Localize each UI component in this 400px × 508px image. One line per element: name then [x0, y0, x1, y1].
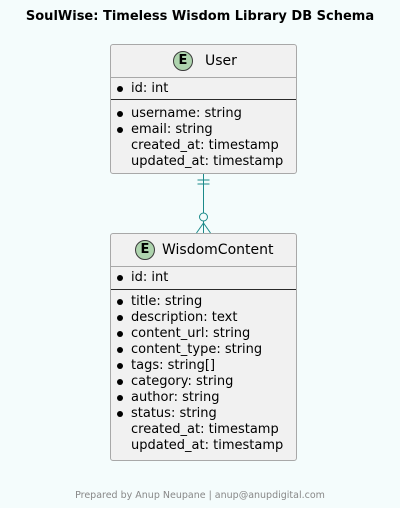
mandatory-marker-icon — [117, 395, 123, 401]
field-text: tags: string[] — [131, 358, 216, 373]
entity-field: status: string — [111, 406, 296, 422]
primary-key-separator — [111, 99, 296, 100]
footer-credit: Prepared by Anup Neupane | anup@anupdigi… — [75, 490, 325, 501]
field-text: title: string — [131, 294, 203, 309]
mandatory-marker-icon — [117, 379, 123, 385]
field-text: author: string — [131, 390, 220, 405]
field-text: updated_at: timestamp — [131, 438, 284, 453]
mandatory-marker-icon — [117, 347, 123, 353]
diagram-title: SoulWise: Timeless Wisdom Library DB Sch… — [25, 9, 375, 24]
mandatory-marker-icon — [117, 331, 123, 337]
entity-field: tags: string[] — [111, 358, 296, 374]
mandatory-marker-icon — [117, 127, 123, 133]
crow-foot-left — [196, 222, 204, 234]
mandatory-marker-icon — [117, 275, 123, 281]
entity-field: content_type: string — [111, 342, 296, 358]
mandatory-marker-icon — [117, 411, 123, 417]
crow-foot-right — [203, 222, 211, 234]
entity-field: updated_at: timestamp — [111, 438, 296, 454]
entity-field: content_url: string — [111, 326, 296, 342]
entity-field: author: string — [111, 390, 296, 406]
field-text: created_at: timestamp — [131, 138, 279, 153]
field-text: created_at: timestamp — [131, 422, 279, 437]
entity-field: email: string — [111, 122, 296, 138]
mandatory-marker-icon — [117, 111, 123, 117]
mandatory-marker-icon — [117, 363, 123, 369]
primary-key-field: id: int — [111, 270, 296, 286]
field-text: id: int — [131, 81, 169, 96]
entity-field: username: string — [111, 106, 296, 122]
entity-name: WisdomContent — [162, 242, 274, 258]
entity-field: category: string — [111, 374, 296, 390]
field-text: email: string — [131, 122, 213, 137]
entity-badge-icon: E — [135, 240, 155, 260]
field-text: username: string — [131, 106, 242, 121]
field-text: id: int — [131, 270, 169, 285]
entity-field: description: text — [111, 310, 296, 326]
field-text: status: string — [131, 406, 217, 421]
field-text: content_type: string — [131, 342, 263, 357]
entity-field: created_at: timestamp — [111, 138, 296, 154]
entity-field: created_at: timestamp — [111, 422, 296, 438]
entity-field: title: string — [111, 294, 296, 310]
primary-key-field: id: int — [111, 81, 296, 97]
field-text: description: text — [131, 310, 238, 325]
mandatory-marker-icon — [117, 315, 123, 321]
entity-header: E WisdomContent — [111, 234, 296, 267]
mandatory-marker-icon — [117, 299, 123, 305]
zero-circle-icon — [199, 212, 208, 222]
field-text: updated_at: timestamp — [131, 154, 284, 169]
primary-key-separator — [111, 289, 296, 290]
entity-badge-icon: E — [173, 51, 193, 71]
mandatory-marker-icon — [117, 86, 123, 92]
field-text: category: string — [131, 374, 234, 389]
entity-field: updated_at: timestamp — [111, 154, 296, 170]
entity-header: E User — [111, 45, 296, 78]
entity-name: User — [205, 53, 237, 69]
field-text: content_url: string — [131, 326, 251, 341]
